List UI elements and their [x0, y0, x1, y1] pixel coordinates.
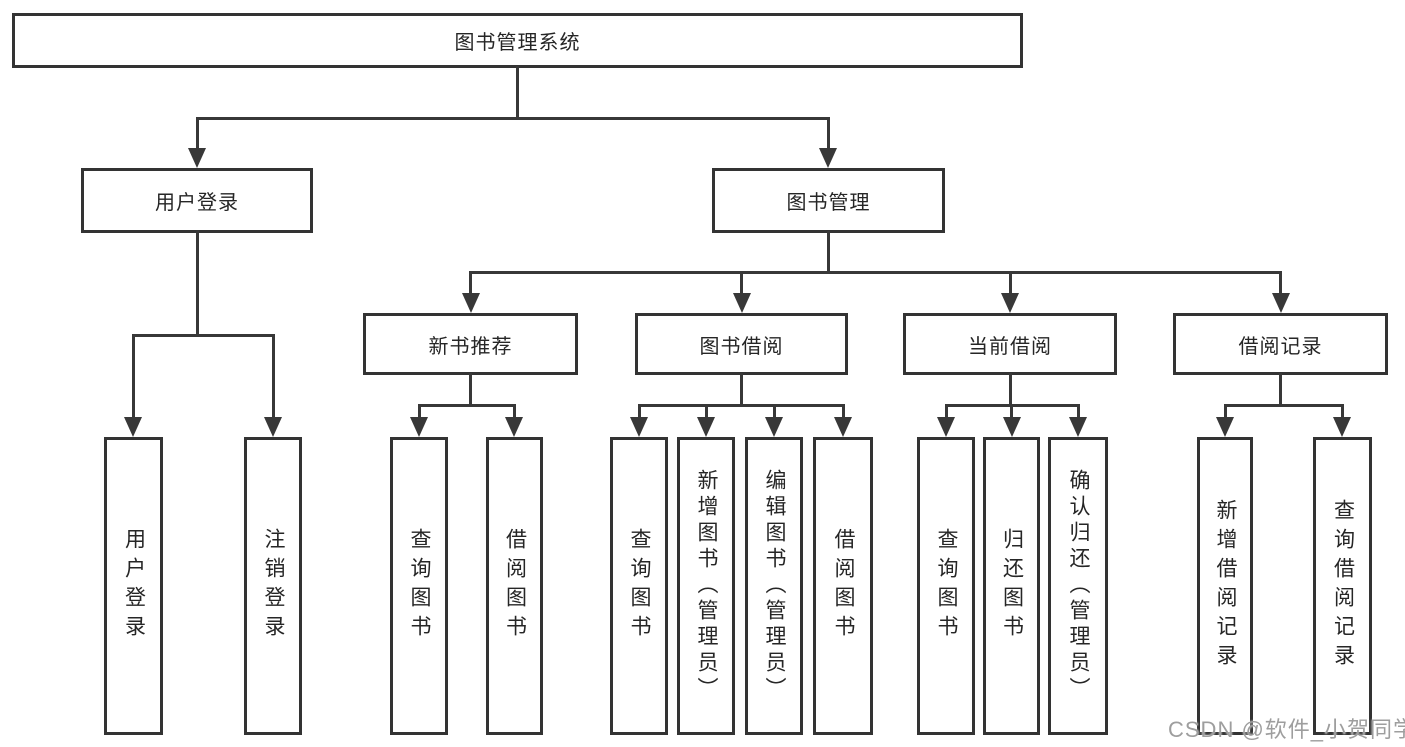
leaf-query-books-current-label: 查询图书 [935, 528, 958, 644]
connector-stem-book-management [827, 117, 830, 150]
arrow-down-icon [765, 417, 783, 437]
connector-stem [773, 404, 776, 419]
leaf-query-borrow-record: 查询借阅记录 [1313, 437, 1372, 735]
arrow-down-icon [733, 293, 751, 313]
connector-stem [1077, 404, 1080, 419]
connector-records-horizontal [1224, 404, 1344, 407]
node-root-label: 图书管理系统 [454, 32, 581, 54]
connector-login-vertical [196, 230, 199, 337]
arrow-down-icon [1216, 417, 1234, 437]
watermark: CSDN @软件_小贺同学 [1168, 717, 1405, 742]
connector-stem-records [1279, 271, 1282, 295]
arrow-down-icon [697, 417, 715, 437]
node-new-book-recommendation: 新书推荐 [363, 313, 578, 375]
connector-stem [842, 404, 845, 419]
connector-recommend-horizontal [418, 404, 516, 407]
connector-stem-leaf-logout [272, 334, 275, 419]
node-borrowing-records-label: 借阅记录 [1238, 335, 1323, 358]
node-book-borrowing: 图书借阅 [635, 313, 848, 375]
connector-recommend-vertical [469, 373, 472, 407]
leaf-logout-label: 注销登录 [262, 528, 285, 644]
arrow-down-icon [264, 417, 282, 437]
node-user-login-label: 用户登录 [155, 192, 239, 214]
node-root-library-system: 图书管理系统 [12, 13, 1023, 68]
node-book-management: 图书管理 [712, 168, 945, 233]
leaf-edit-books-admin-label: 编辑图书（管理员） [763, 469, 786, 703]
leaf-query-books-recommend-label: 查询图书 [408, 528, 431, 644]
node-current-borrowing-label: 当前借阅 [968, 335, 1052, 358]
leaf-borrow-books-recommend-label: 借阅图书 [503, 528, 527, 644]
leaf-query-books-current: 查询图书 [917, 437, 975, 735]
leaf-user-login-label: 用户登录 [122, 528, 146, 644]
connector-mgmt-vertical [827, 231, 830, 274]
connector-stem-borrowing [740, 271, 743, 295]
leaf-borrow-books-borrow: 借阅图书 [813, 437, 873, 735]
arrow-down-icon [819, 148, 837, 168]
leaf-query-books-borrow-label: 查询图书 [628, 528, 651, 644]
leaf-add-borrow-record: 新增借阅记录 [1197, 437, 1253, 735]
leaf-borrow-books-borrow-label: 借阅图书 [832, 528, 855, 644]
node-book-management-label: 图书管理 [786, 192, 871, 214]
connector-borrowing-horizontal [638, 404, 845, 407]
leaf-return-books-label: 归还图书 [1000, 528, 1024, 644]
leaf-confirm-return-admin: 确认归还（管理员） [1048, 437, 1108, 735]
arrow-down-icon [834, 417, 852, 437]
connector-stem [638, 404, 641, 419]
leaf-confirm-return-admin-label: 确认归还（管理员） [1067, 469, 1090, 703]
node-new-book-recommendation-label: 新书推荐 [428, 335, 513, 358]
connector-records-vertical [1279, 373, 1282, 407]
connector-stem [1224, 404, 1227, 419]
node-borrowing-records: 借阅记录 [1173, 313, 1388, 375]
arrow-down-icon [1003, 417, 1021, 437]
leaf-query-books-borrow: 查询图书 [610, 437, 668, 735]
leaf-return-books: 归还图书 [983, 437, 1040, 735]
leaf-user-login: 用户登录 [104, 437, 163, 735]
leaf-add-books-admin-label: 新增图书（管理员） [695, 469, 718, 703]
arrow-down-icon [937, 417, 955, 437]
node-book-borrowing-label: 图书借阅 [699, 335, 784, 358]
connector-root-horizontal [196, 117, 830, 120]
arrow-down-icon [505, 417, 523, 437]
leaf-add-borrow-record-label: 新增借阅记录 [1214, 499, 1237, 673]
connector-stem-user-login [196, 117, 199, 150]
arrow-down-icon [1001, 293, 1019, 313]
node-user-login: 用户登录 [81, 168, 313, 233]
connector-stem [945, 404, 948, 419]
connector-root-vertical [516, 66, 519, 120]
arrow-down-icon [630, 417, 648, 437]
connector-current-vertical [1009, 373, 1012, 407]
connector-stem-recommend [469, 271, 472, 295]
arrow-down-icon [124, 417, 142, 437]
connector-mgmt-horizontal [469, 271, 1282, 274]
connector-stem [513, 404, 516, 419]
arrow-down-icon [462, 293, 480, 313]
leaf-query-borrow-record-label: 查询借阅记录 [1331, 499, 1355, 673]
node-current-borrowing: 当前借阅 [903, 313, 1117, 375]
arrow-down-icon [1069, 417, 1087, 437]
leaf-add-books-admin: 新增图书（管理员） [677, 437, 735, 735]
leaf-query-books-recommend: 查询图书 [390, 437, 448, 735]
connector-login-horizontal [132, 334, 275, 337]
leaf-borrow-books-recommend: 借阅图书 [486, 437, 543, 735]
arrow-down-icon [410, 417, 428, 437]
connector-stem [1010, 404, 1013, 419]
arrow-down-icon [1272, 293, 1290, 313]
connector-stem [418, 404, 421, 419]
connector-borrowing-vertical [740, 373, 743, 407]
connector-stem [705, 404, 708, 419]
arrow-down-icon [1333, 417, 1351, 437]
connector-stem-current [1009, 271, 1012, 295]
leaf-edit-books-admin: 编辑图书（管理员） [745, 437, 803, 735]
connector-stem [1341, 404, 1344, 419]
arrow-down-icon [188, 148, 206, 168]
connector-stem-leaf-login [132, 334, 135, 419]
leaf-logout: 注销登录 [244, 437, 302, 735]
